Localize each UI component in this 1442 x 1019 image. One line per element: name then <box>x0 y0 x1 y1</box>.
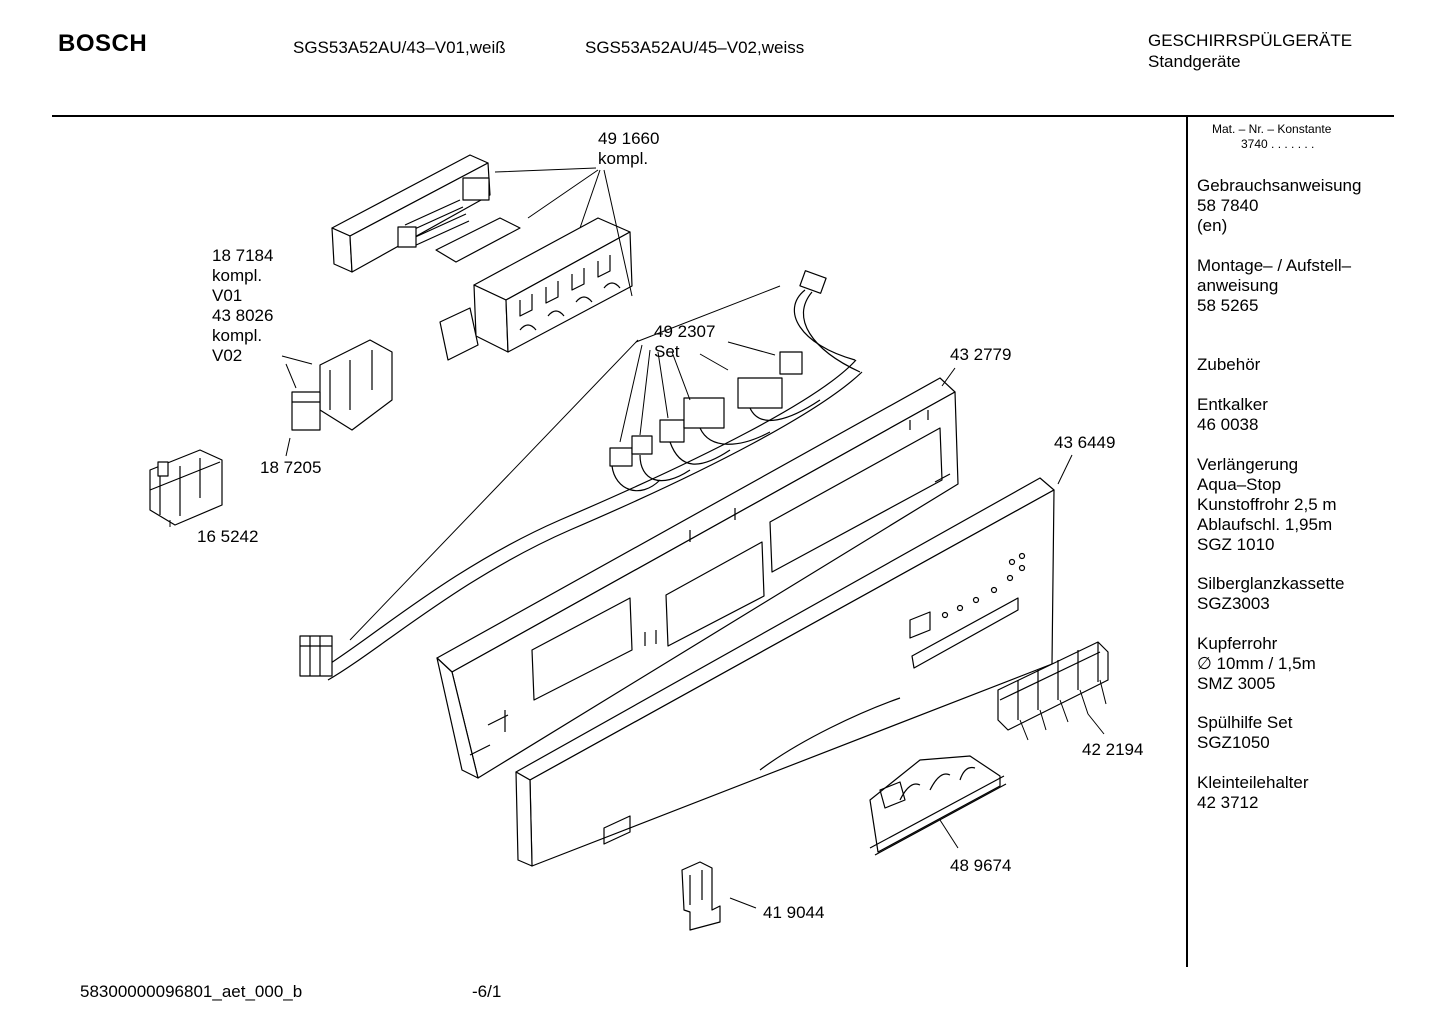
control-module-drawing <box>332 155 632 360</box>
document-id: 58300000096801_aet_000_b <box>80 982 303 1001</box>
sidebar-item-zubehoer: Zubehör <box>1197 355 1261 374</box>
sidebar-divider <box>1186 117 1188 967</box>
part-label-165242: 16 5242 <box>197 527 259 546</box>
leader-lines <box>170 168 1106 908</box>
model-number-v01: SGS53A52AU/43–V01,weiß <box>293 38 506 57</box>
carrier-panel-drawing <box>437 378 958 778</box>
exploded-parts-drawing <box>0 0 1180 1000</box>
wiring-harness-drawing <box>300 271 862 680</box>
model-number-v02: SGS53A52AU/45–V02,weiss <box>585 38 805 57</box>
category-title: GESCHIRRSPÜLGERÄTE <box>1148 31 1353 50</box>
part-label-187205: 18 7205 <box>260 458 322 477</box>
door-handle-drawing <box>870 756 1006 855</box>
clip-drawing <box>682 862 720 930</box>
part-label-432779: 43 2779 <box>950 345 1012 364</box>
mat-nr-konstante: Mat. – Nr. – Konstante 3740 . . . . . . … <box>1212 122 1332 151</box>
page-number: -6/1 <box>472 982 502 1001</box>
terminal-block-drawing <box>150 450 222 525</box>
brand-logo: BOSCH <box>58 30 148 57</box>
header-divider <box>52 115 1394 117</box>
category-subtitle: Standgeräte <box>1148 52 1241 71</box>
relay-drawing <box>292 340 392 430</box>
part-label-419044: 41 9044 <box>763 903 825 922</box>
button-strip-drawing <box>998 642 1108 730</box>
part-label-422194: 42 2194 <box>1082 740 1144 759</box>
part-label-489674: 48 9674 <box>950 856 1012 875</box>
part-label-436449: 43 6449 <box>1054 433 1116 452</box>
